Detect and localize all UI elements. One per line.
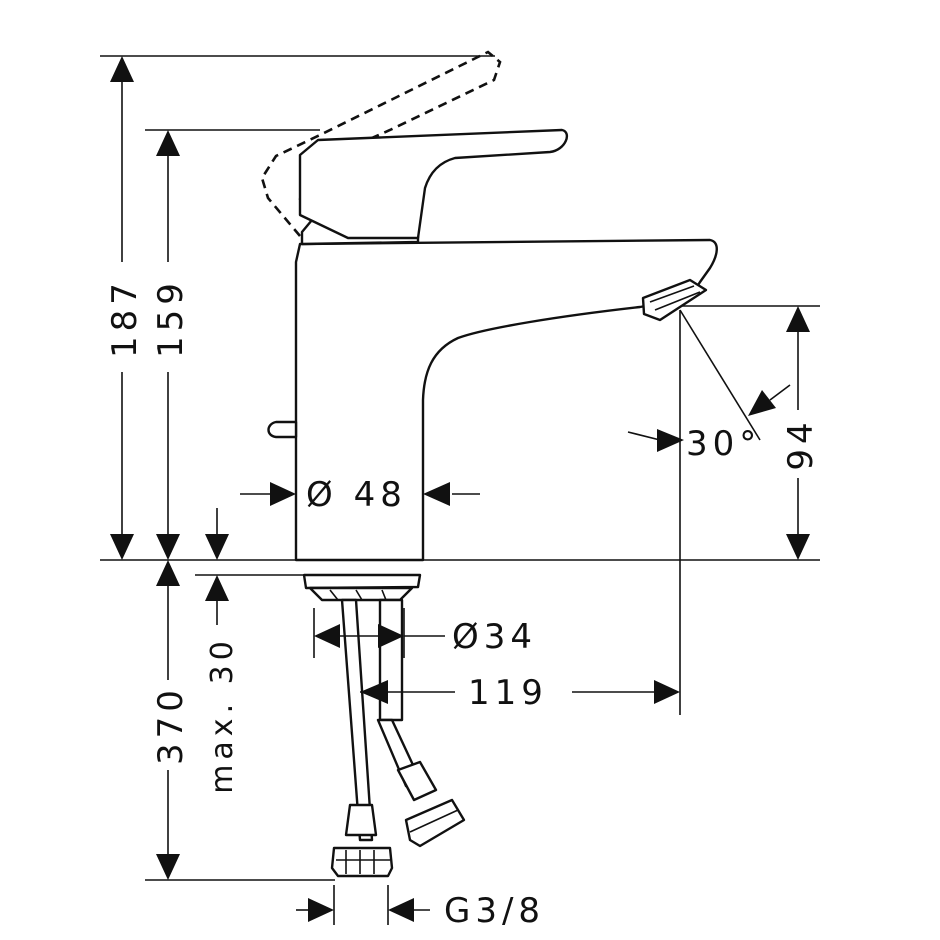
label-g38: G3/8: [444, 891, 545, 931]
extension-lines: [100, 55, 820, 881]
label-diameter-34: Ø34: [452, 617, 537, 657]
label-max-30: max. 30: [205, 636, 240, 794]
faucet-body: [267, 128, 718, 562]
dimension-159: [156, 130, 180, 560]
label-159: 159: [151, 278, 191, 358]
label-370: 370: [151, 685, 191, 765]
dimension-30-degree: [627, 309, 791, 452]
dimension-max-30: [205, 508, 229, 625]
dimension-187: [110, 56, 134, 560]
label-119: 119: [468, 673, 548, 713]
label-diameter-48: Ø 48: [306, 475, 407, 515]
dimension-g38: [296, 885, 430, 925]
dimension-370: [156, 560, 180, 880]
dimension-34: [313, 608, 445, 658]
dimension-119: [360, 680, 680, 704]
dimension-94: [786, 306, 810, 560]
label-94: 94: [781, 417, 821, 470]
label-30-degree: 30°: [686, 424, 761, 464]
dimension-48: [240, 482, 480, 506]
mounting-shank-and-hoses: [302, 573, 466, 878]
label-187: 187: [105, 278, 145, 358]
